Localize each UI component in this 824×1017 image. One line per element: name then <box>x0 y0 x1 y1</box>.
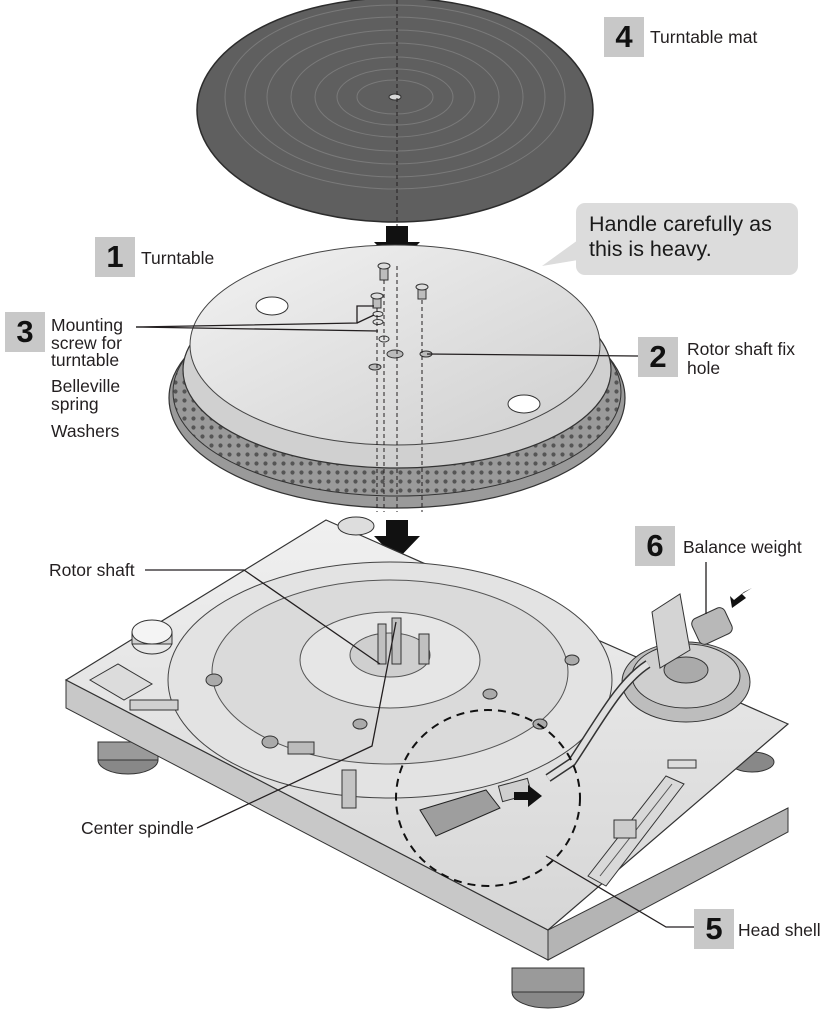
head-shell-label: Head shell <box>738 920 821 940</box>
heavy-warning-text: Handle carefully as this is heavy. <box>589 212 772 261</box>
balance-weight-arrow-icon <box>730 588 752 608</box>
rotor-shaft-fix-hole-label: Rotor shaft fix hole <box>687 339 795 378</box>
part-number-5: 5 <box>694 909 734 949</box>
part-number-2: 2 <box>638 337 678 377</box>
part-number-1: 1 <box>95 237 135 277</box>
assembly-arrow-icon <box>374 520 420 560</box>
guide-lines <box>376 266 423 512</box>
part-number-4: 4 <box>604 17 644 57</box>
turntable-label: Turntable <box>141 248 215 268</box>
part-number-6: 6 <box>635 526 675 566</box>
callout-pointer <box>542 240 578 266</box>
mounting-screw-label: Mounting screw for turntable <box>51 315 123 370</box>
turntable-body-illustration <box>64 516 790 1009</box>
turntable-platter-illustration <box>168 244 626 509</box>
headshell-arrow-icon <box>514 785 542 807</box>
headshell-area-circle <box>395 709 581 887</box>
leader-lines <box>135 305 707 928</box>
part-number-3: 3 <box>5 312 45 352</box>
heavy-warning-callout <box>576 203 798 275</box>
washers-label: Washers <box>51 421 120 441</box>
turntable-mat-label: Turntable mat <box>650 27 758 47</box>
rotor-shaft-label: Rotor shaft <box>49 560 135 580</box>
belleville-spring-label: Belleville spring <box>51 376 121 414</box>
balance-weight-label: Balance weight <box>683 537 802 557</box>
center-spindle-label: Center spindle <box>81 818 194 838</box>
turntable-mat-illustration <box>196 0 594 223</box>
